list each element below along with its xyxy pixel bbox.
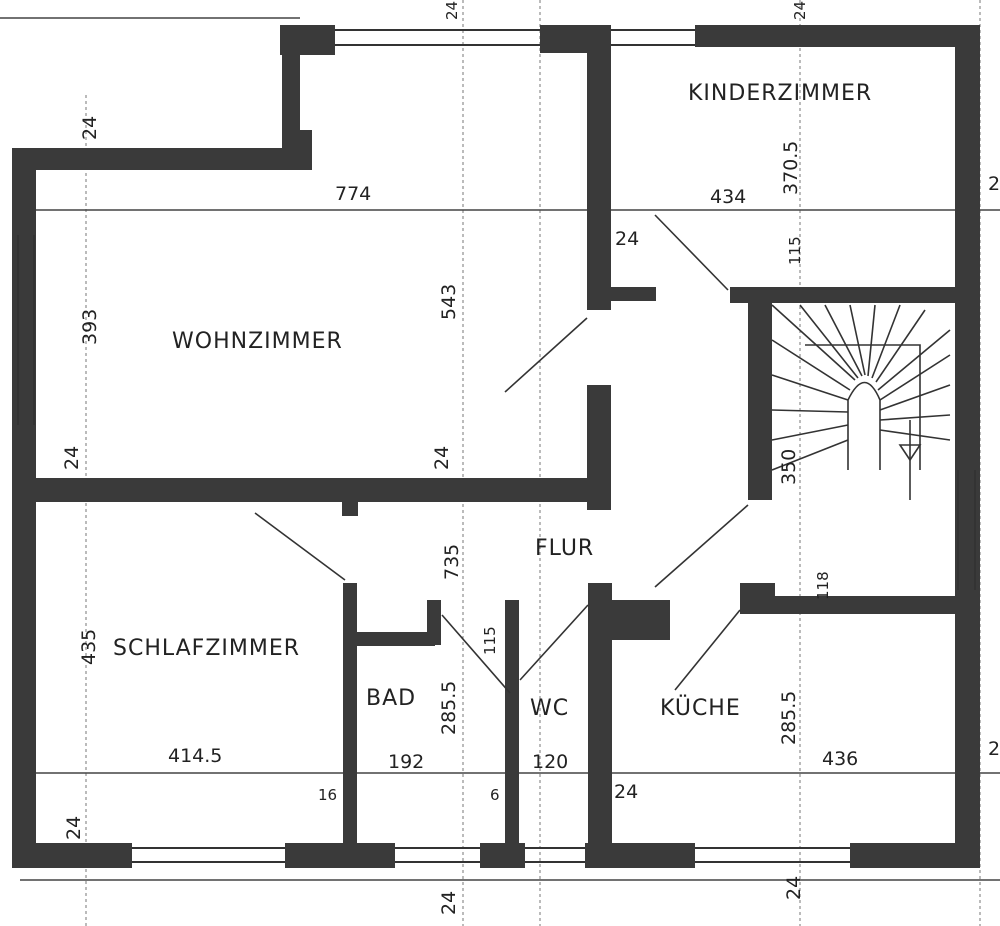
dim-kueche-height: 285.5: [778, 691, 800, 745]
dim-wall-24-flur: 24: [615, 228, 639, 250]
dim-top-right: 24: [791, 1, 809, 20]
dim-wohn-center-height: 543: [438, 284, 460, 320]
dim-wall-115: 115: [786, 236, 804, 265]
dim-schlaf-height: 435: [78, 629, 100, 665]
dim-bad-height: 285.5: [438, 681, 460, 735]
dimension-labels: 774 434 370.5 24 115 393 543 24 24 24 24…: [61, 1, 1000, 915]
dim-top-left-wall: 24: [79, 116, 101, 140]
dim-wall-115-b: 115: [481, 626, 499, 655]
room-label-kueche: KÜCHE: [660, 695, 741, 721]
dim-flur-735: 735: [441, 544, 463, 580]
dim-edge-top-right: 2: [988, 173, 1000, 195]
dim-bottom-right-24: 24: [783, 876, 805, 900]
room-labels: WOHNZIMMER KINDERZIMMER SCHLAFZIMMER BAD…: [113, 81, 872, 721]
dim-kinder-height: 370.5: [780, 141, 802, 195]
dim-wall-left-24: 24: [61, 446, 83, 470]
dim-kinder-width: 434: [710, 186, 746, 208]
dim-wall-center-24: 24: [431, 446, 453, 470]
dim-bottom-center-24: 24: [438, 891, 460, 915]
dim-wc-width: 120: [532, 751, 568, 773]
dim-edge-bottom-right: 2: [988, 738, 1000, 760]
dim-wall-16: 16: [318, 786, 337, 804]
exterior-walls: [12, 25, 980, 868]
dim-wohn-left-height: 393: [79, 309, 101, 345]
dim-stair-350: 350: [778, 449, 800, 485]
interior-walls: [36, 25, 955, 848]
dim-wall-6: 6: [490, 786, 500, 804]
room-label-wohnzimmer: WOHNZIMMER: [172, 329, 343, 354]
dim-kueche-width: 436: [822, 748, 858, 770]
dim-wall-118: 118: [814, 571, 832, 600]
dim-bottom-left-24: 24: [63, 816, 85, 840]
room-label-flur: FLUR: [535, 536, 594, 561]
room-label-kinderzimmer: KINDERZIMMER: [688, 81, 872, 106]
dim-schlaf-width: 414.5: [168, 745, 222, 767]
dim-top-center: 24: [443, 1, 461, 20]
room-label-bad: BAD: [366, 686, 416, 711]
staircase: [771, 304, 951, 500]
dim-bad-width: 192: [388, 751, 424, 773]
room-label-schlafzimmer: SCHLAFZIMMER: [113, 636, 300, 661]
room-label-wc: WC: [530, 696, 569, 721]
windows: [17, 29, 976, 863]
dim-wall-24-kueche: 24: [614, 781, 638, 803]
dim-wohn-width: 774: [335, 183, 371, 205]
door-swings: [254, 214, 749, 694]
